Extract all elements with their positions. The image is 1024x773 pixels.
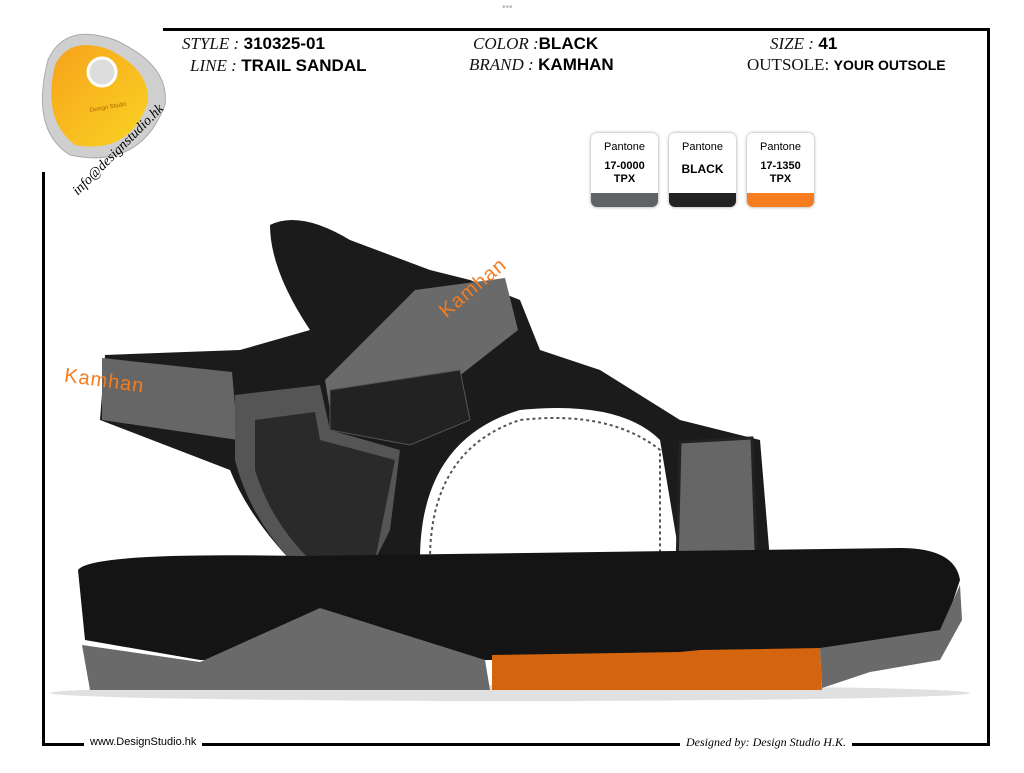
swatch-title: Pantone (604, 141, 645, 153)
pantone-swatch-gray: Pantone 17-0000 TPX (591, 133, 658, 207)
swatch-color (591, 193, 658, 207)
swatch-color (747, 193, 814, 207)
frame-top (163, 28, 990, 31)
color-field: COLOR :BLACK (473, 34, 598, 54)
size-value: 41 (818, 34, 838, 53)
swatch-code: 17-0000 (604, 160, 645, 172)
outsole-value: YOUR OUTSOLE (833, 57, 946, 73)
pantone-swatch-black: Pantone BLACK (669, 133, 736, 207)
size-field: SIZE : 41 (770, 34, 837, 54)
line-label: LINE : (190, 56, 237, 75)
frame-right (987, 28, 990, 746)
company-logo: Design Studio (20, 20, 200, 200)
style-label: STYLE : (182, 34, 240, 53)
frame-left (42, 172, 45, 746)
outsole-label: OUTSOLE: (747, 55, 830, 74)
pantone-swatch-orange: Pantone 17-1350 TPX (747, 133, 814, 207)
color-value: BLACK (538, 34, 599, 53)
line-field: LINE : TRAIL SANDAL (190, 56, 367, 76)
size-label: SIZE : (770, 34, 814, 53)
frame-bottom (42, 743, 990, 746)
brand-label: BRAND : (469, 55, 534, 74)
brand-value: KAMHAN (538, 55, 614, 74)
designer-credit: Designed by: Design Studio H.K. (680, 735, 852, 750)
swatch-color (669, 193, 736, 207)
style-field: STYLE : 310325-01 (182, 34, 325, 54)
line-value: TRAIL SANDAL (241, 56, 367, 75)
swatch-suffix: TPX (769, 173, 792, 185)
outsole-field: OUTSOLE: YOUR OUTSOLE (747, 55, 946, 75)
swatch-suffix: TPX (613, 173, 636, 185)
swatch-code: 17-1350 (760, 160, 801, 172)
style-value: 310325-01 (243, 34, 325, 53)
swatch-code: BLACK (681, 162, 724, 176)
swatch-title: Pantone (682, 141, 723, 153)
website-link[interactable]: www.DesignStudio.hk (84, 736, 203, 748)
color-label: COLOR : (473, 34, 539, 53)
swatch-title: Pantone (760, 141, 801, 153)
drag-handle[interactable]: ••• (502, 2, 513, 13)
brand-field: BRAND : KAMHAN (469, 55, 614, 75)
